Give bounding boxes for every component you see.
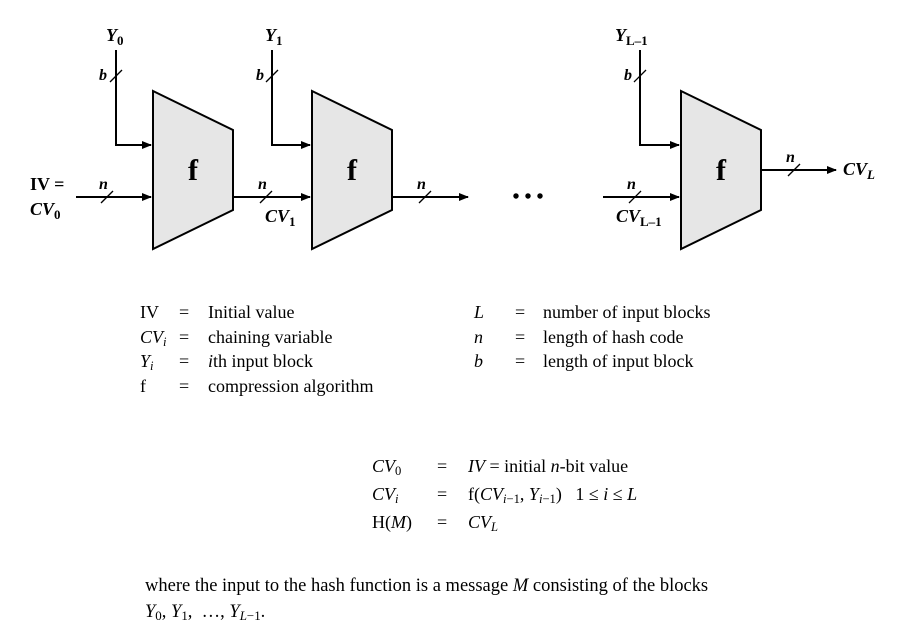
block-label-3: f [716,154,727,187]
input-arrow-yl1 [639,50,680,149]
cv0-label: CV0 [30,199,61,222]
note-line-1: where the input to the hash function is … [145,576,709,596]
legend-sym-f: f [140,375,146,396]
n-slash-cvl1 [628,190,642,204]
input-label-y1: Y1 [265,25,283,48]
iv-label: IV = [30,174,64,194]
n-label-out-final: n [786,149,795,166]
b-slash-y0 [109,69,123,83]
cvl-output-label: CVL [843,159,875,182]
legend-sym-iv: IV [140,302,159,322]
compression-trapezoid-3 [680,89,762,251]
input-label-yl1: YL–1 [615,25,648,48]
note-line-2: Y0, Y1, …, YL−1. [145,602,266,623]
ellipsis: • • • [512,186,543,208]
compression-trapezoid-1 [152,89,234,251]
legend-desc-b: length of input block [543,351,694,371]
equation-eq: = [437,484,448,504]
b-label-y0: b [99,67,107,84]
equation-rhs: f(CVi−1, Yi−1) 1 ≤ i ≤ L [468,484,638,506]
equation-rhs: IV = initial n-bit value [468,456,629,476]
cv1-label: CV1 [265,206,296,229]
legend-eq: = [515,351,526,371]
equation-cv0: CV0 = IV = initial n-bit value [372,456,772,480]
compression-block-2: f [311,89,393,251]
equation-eq: = [437,512,448,532]
compression-block-3: f [680,89,762,251]
equation-eq: = [437,456,448,476]
equation-lhs: CV0 [372,456,402,478]
n-slash-iv [100,190,114,204]
b-slash-y1 [265,69,279,83]
n-slash-out-final [787,163,801,177]
b-slash-yl1 [633,69,647,83]
equation-lhs: H(M) [372,512,412,532]
compression-block-1: f [152,89,234,251]
legend-sym-b: b [474,351,483,371]
block-label-2: f [347,154,358,187]
legend-eq: = [179,302,190,322]
input-arrow-y0 [115,50,152,149]
legend-eq: = [179,351,190,371]
legend-desc-yi: ith input block [208,351,314,371]
compression-trapezoid-2 [311,89,393,251]
legend-desc-n: length of hash code [543,326,684,347]
n-label-iv: n [99,176,108,193]
legend-desc-iv: Initial value [208,302,295,322]
legend-right: L = number of input blocks n = length of… [474,300,774,380]
input-label-y0: Y0 [106,25,124,48]
n-label-cv1: n [258,176,267,193]
legend-eq: = [515,302,526,322]
block-label-1: f [188,154,199,187]
legend-eq: = [179,375,190,396]
legend-sym-cvi: CVi [140,326,167,349]
legend-eq: = [515,326,526,347]
equation-lhs: CVi [372,484,399,506]
equation-hm: H(M) = CVL [372,512,772,536]
equation-cvi: CVi = f(CVi−1, Yi−1) 1 ≤ i ≤ L [372,484,772,508]
legend-eq: = [179,326,190,347]
n-slash-out-2 [418,190,432,204]
legend-desc-l: number of input blocks [543,302,711,322]
equation-rhs: CVL [468,512,499,534]
cvl1-label: CVL–1 [616,206,662,229]
n-label-cvl1: n [627,176,636,193]
legend-desc-f: compression algorithm [208,375,374,396]
description-note: where the input to the hash function is … [145,573,708,625]
legend-sym-n: n [474,326,483,347]
legend-sym-l: L [474,302,485,322]
b-label-yl1: b [624,67,632,84]
n-label-out-2: n [417,176,426,193]
merkle-damgard-diagram: f Y0 b IV = CV0 n f Y1 b n CV1 n • • • f… [30,25,875,251]
n-slash-cv1 [259,190,273,204]
input-arrow-y1 [271,50,311,149]
legend-desc-cvi: chaining variable [208,326,333,347]
legend-sym-yi: Yi [140,351,154,373]
legend-left: IV = Initial value CVi = chaining variab… [140,300,440,400]
b-label-y1: b [256,67,264,84]
